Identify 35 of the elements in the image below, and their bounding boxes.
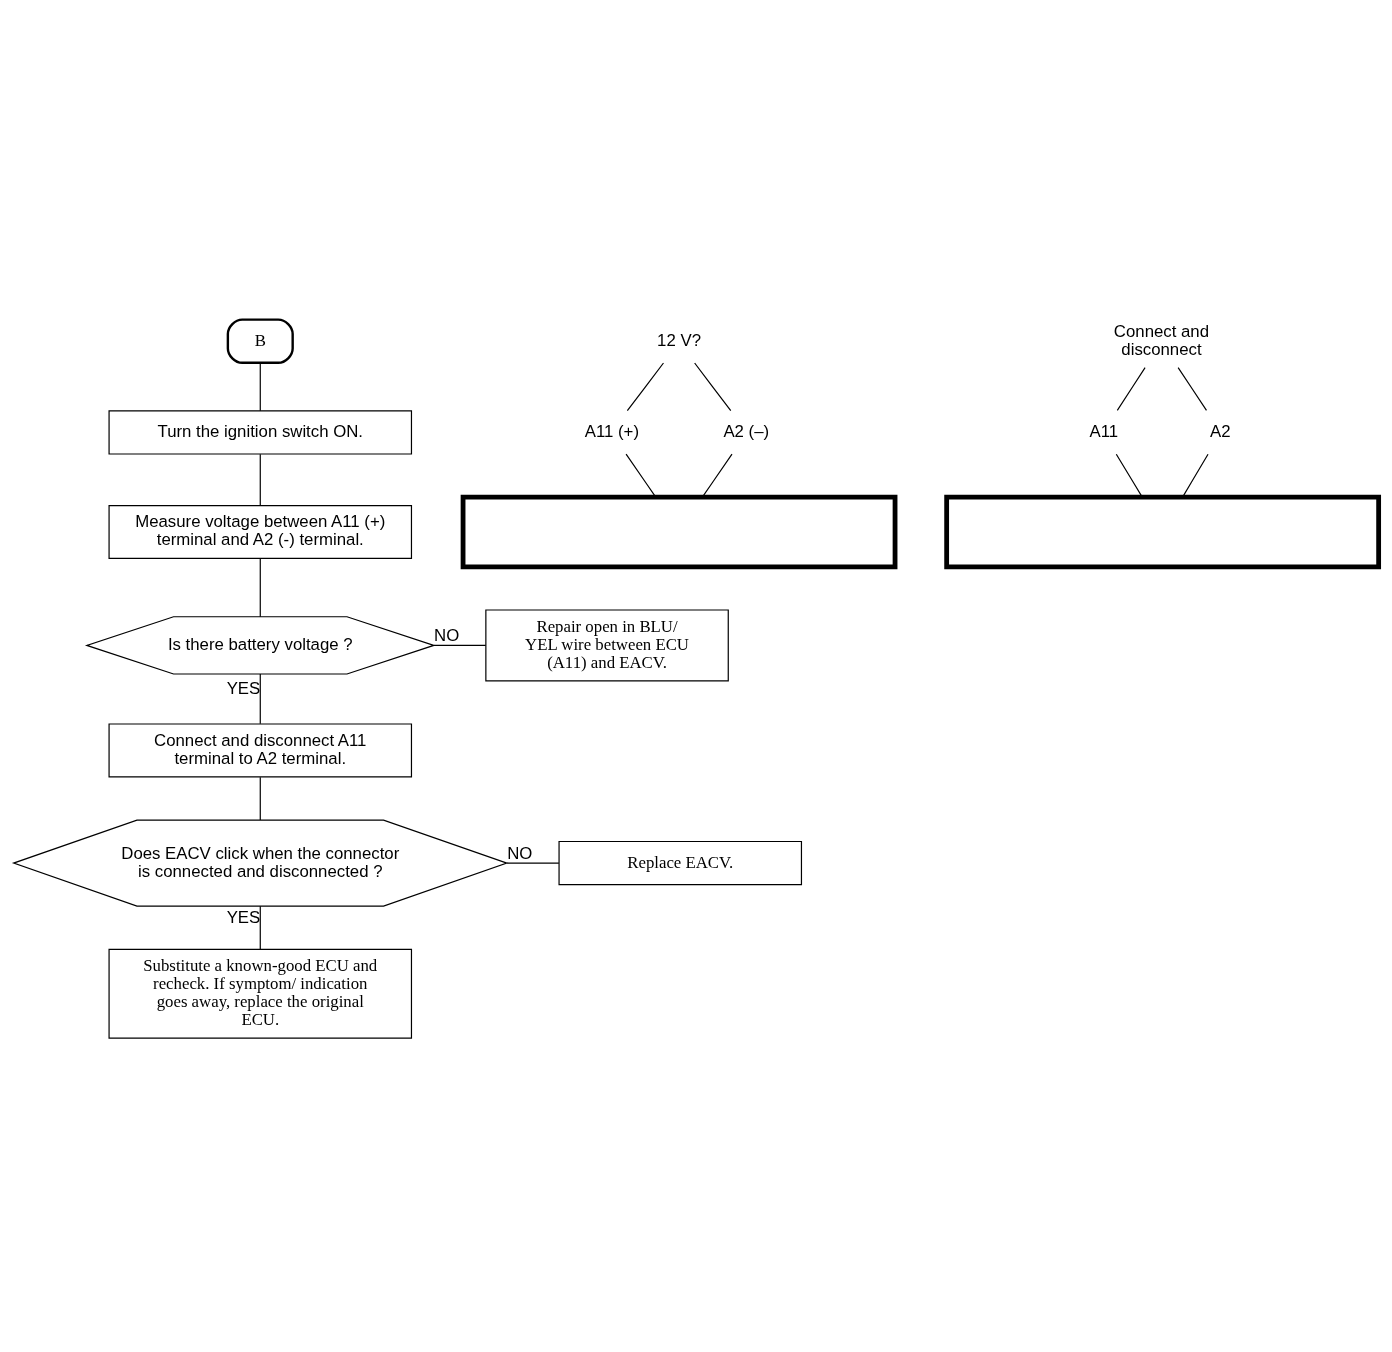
- node-text: A11 (+): [584, 421, 639, 441]
- edge-label: NO: [507, 843, 533, 863]
- node-box: Measure voltage between A11 (+) terminal and A2 (-) terminal.: [108, 504, 413, 559]
- connector: [1182, 453, 1209, 497]
- connector: [701, 453, 733, 497]
- node-text: Connect and disconnect: [1113, 321, 1210, 359]
- node-box: Repair open in BLU/ YEL wire between ECU (A11) and EACV.: [485, 608, 729, 681]
- connector: [259, 776, 261, 821]
- connector: [433, 644, 487, 646]
- node-text: A2 (–): [723, 421, 770, 441]
- edge-label: YES: [226, 907, 261, 927]
- node-text: A2: [1209, 421, 1231, 441]
- node-box: [460, 494, 898, 569]
- node-box: Replace EACV.: [558, 840, 803, 885]
- connector: [625, 453, 657, 497]
- connector: [259, 557, 261, 617]
- connector: [259, 361, 261, 411]
- connector: [506, 862, 560, 864]
- node-text: 12 V?: [657, 330, 701, 350]
- connector: [1115, 453, 1143, 497]
- connector: [1177, 366, 1208, 411]
- node-box: Substitute a known-good ECU and recheck. If symptom/ indication goes away, replace the original ECU.: [108, 948, 413, 1039]
- node-box: [944, 494, 1382, 569]
- edge-label: YES: [226, 678, 261, 698]
- node-box: Connect and disconnect A11 terminal to A2 terminal.: [108, 722, 413, 777]
- edge-label: NO: [434, 625, 460, 645]
- node-text: A11: [1089, 421, 1119, 441]
- connector: [1116, 366, 1146, 411]
- connector: [259, 905, 261, 950]
- connector: [259, 453, 261, 506]
- connector: [259, 673, 261, 724]
- connector: [626, 361, 665, 411]
- connector: [694, 361, 732, 411]
- node-box: B: [226, 317, 294, 364]
- node-box: Turn the ignition switch ON.: [108, 409, 413, 455]
